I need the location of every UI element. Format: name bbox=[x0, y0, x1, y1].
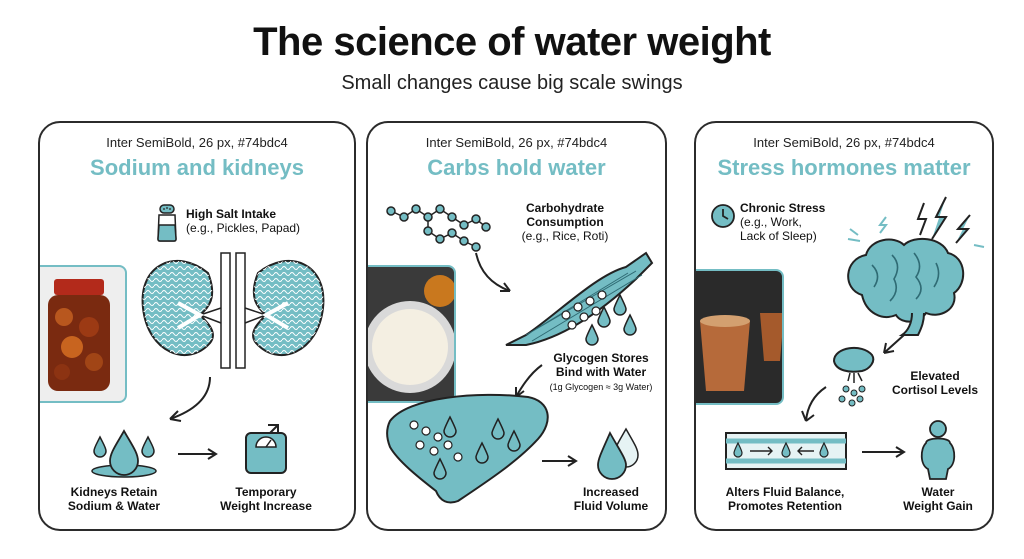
kidneys-icon bbox=[141, 252, 325, 369]
glycogen-label: Glycogen Stores Bind with Water (1g Glyc… bbox=[549, 351, 653, 392]
blood-vessel-icon bbox=[725, 432, 847, 470]
salt-shaker-icon bbox=[157, 204, 177, 242]
pickle-jar-photo bbox=[40, 265, 127, 403]
panel-title: Sodium and kidneys bbox=[90, 155, 304, 180]
water-drop-icon bbox=[597, 427, 639, 480]
arrow-right bbox=[542, 455, 578, 467]
rice-plate-photo bbox=[368, 265, 456, 403]
clock-icon bbox=[711, 204, 735, 228]
panel-carbs: Inter SemiBold, 26 px, #74bdc4 Carbs hol… bbox=[366, 121, 667, 531]
page-title: The science of water weight bbox=[253, 20, 771, 64]
panel-stress: Inter SemiBold, 26 px, #74bdc4 Stress ho… bbox=[694, 121, 994, 531]
molecule-chain-icon bbox=[386, 204, 491, 252]
panel-title: Stress hormones matter bbox=[717, 155, 971, 180]
panel-spec: Inter SemiBold, 26 px, #74bdc4 bbox=[106, 135, 288, 150]
panel-title: Carbs hold water bbox=[427, 155, 606, 180]
brain-icon bbox=[847, 237, 964, 336]
arrow-right bbox=[862, 446, 906, 458]
panel-spec: Inter SemiBold, 26 px, #74bdc4 bbox=[425, 135, 608, 150]
muscle-icon bbox=[505, 251, 654, 346]
scale-icon bbox=[245, 424, 287, 474]
effect1-label: Alters Fluid Balance,Promotes Retention bbox=[725, 485, 845, 513]
liver-icon bbox=[386, 393, 549, 504]
arrow-down bbox=[801, 386, 827, 422]
lightning-icon bbox=[847, 196, 985, 248]
adrenal-gland-icon bbox=[832, 346, 875, 407]
page-subtitle: Small changes cause big scale swings bbox=[341, 72, 683, 94]
cause-label: Carbohydrate Consumption (e.g., Rice, Ro… bbox=[521, 201, 609, 243]
cause-label: Chronic Stress (e.g., Work, Lack of Slee… bbox=[740, 201, 826, 243]
cause-label: High Salt Intake (e.g., Pickles, Papad) bbox=[186, 207, 301, 235]
arrow-to-muscle bbox=[475, 252, 511, 292]
panel-sodium: Inter SemiBold, 26 px, #74bdc4 Sodium an… bbox=[38, 121, 356, 531]
person-icon bbox=[920, 420, 956, 480]
water-drops-icon bbox=[91, 429, 157, 478]
arrow-to-adrenal bbox=[883, 334, 905, 354]
arrow-down bbox=[169, 376, 211, 422]
arrow-right bbox=[178, 448, 218, 460]
panel-spec: Inter SemiBold, 26 px, #74bdc4 bbox=[753, 135, 935, 150]
tea-cups-photo bbox=[696, 269, 784, 405]
